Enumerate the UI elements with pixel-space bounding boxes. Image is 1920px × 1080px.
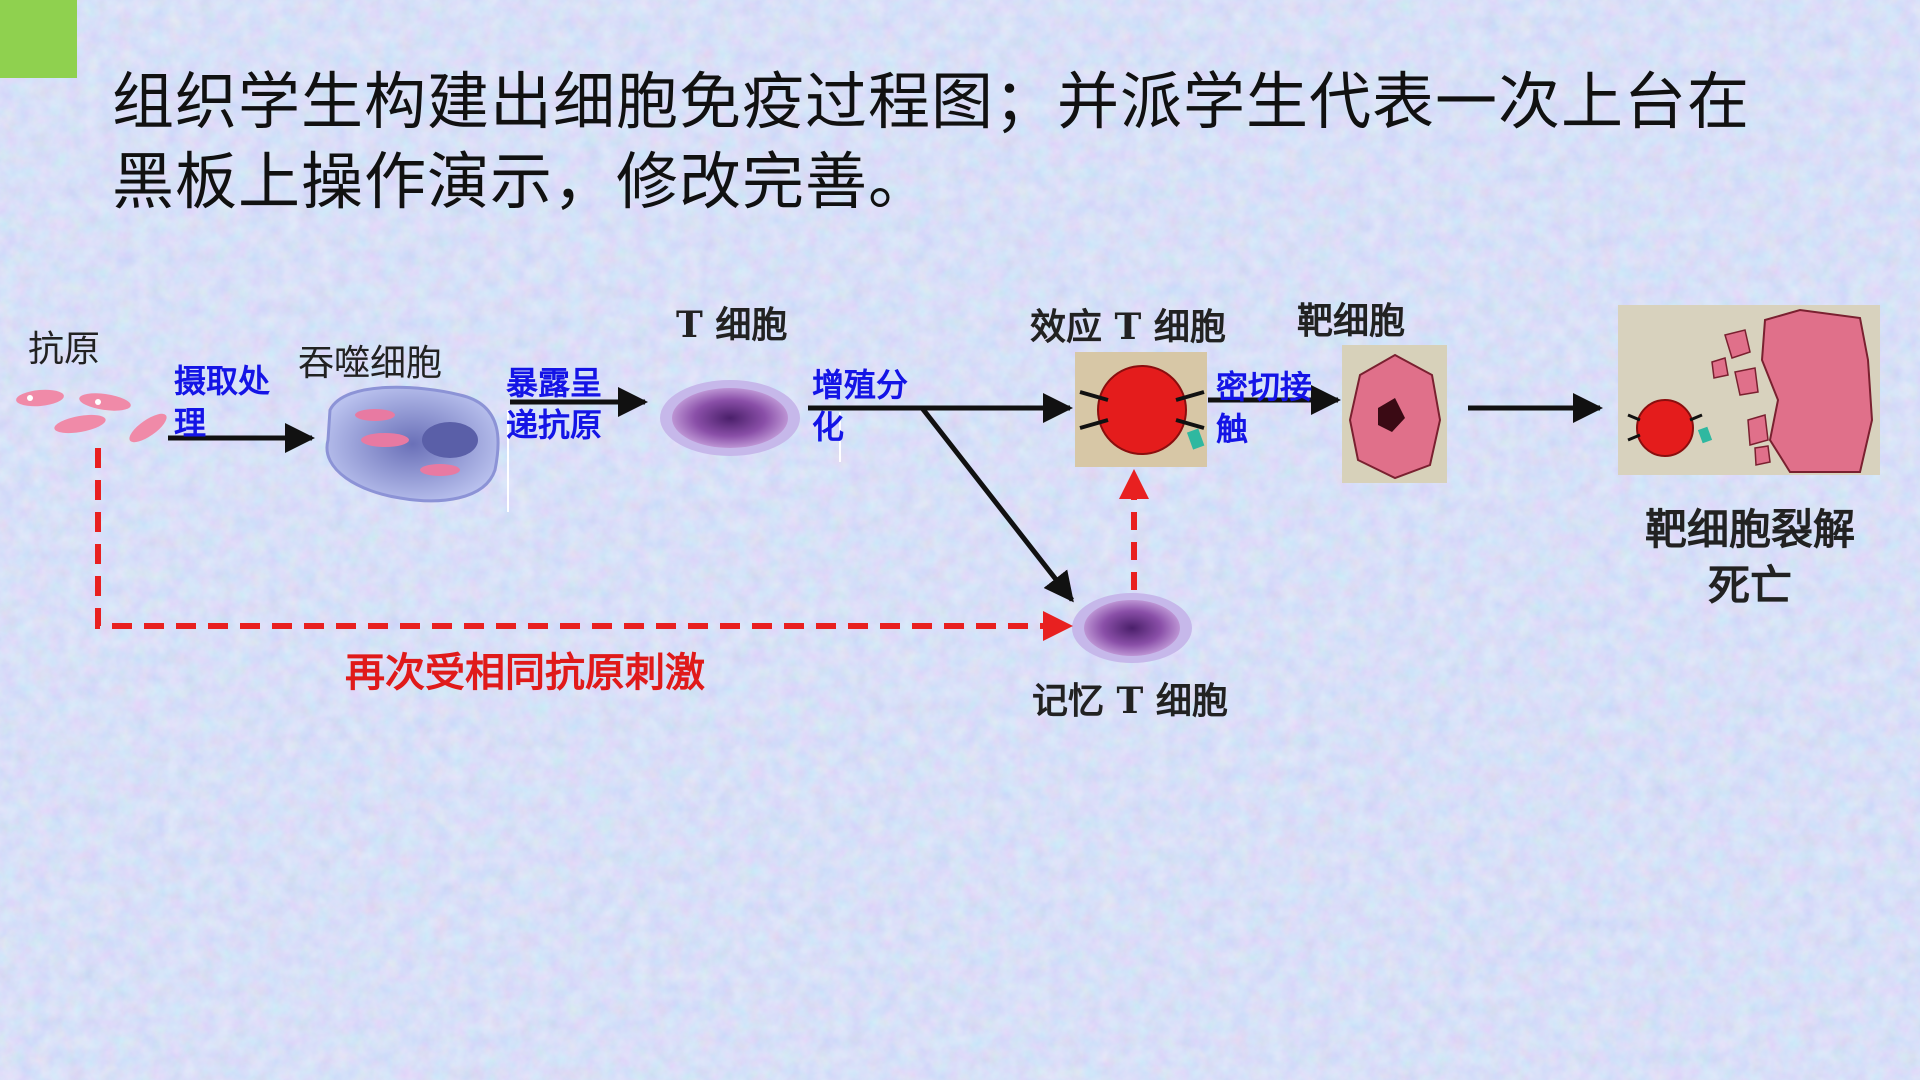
effector-t-cell-icon [1075, 352, 1207, 467]
t-cell-icon [660, 380, 800, 456]
phagocyte-icon [325, 385, 500, 503]
step-close-contact: 密切接 触 [1216, 366, 1312, 450]
step-proliferate: 增殖分 化 [812, 364, 908, 448]
label-antigen: 抗原 [28, 329, 101, 370]
label-target-cell: 靶细胞 [1297, 300, 1406, 342]
reexposure-note: 再次受相同抗原刺激 [345, 649, 705, 696]
result-lysis: 靶细胞裂解 死亡 [1620, 502, 1880, 614]
step-uptake: 摄取处 理 [174, 360, 270, 444]
step-contact-line-2: 触 [1216, 410, 1249, 448]
result-line-1: 靶细胞裂解 [1644, 505, 1855, 554]
antigen-icon [16, 389, 167, 443]
step-proliferate-line-1: 增殖分 [812, 366, 909, 404]
arrow-t-cell-to-memory [920, 406, 1074, 603]
step-present-line-2: 递抗原 [506, 406, 603, 444]
label-effector-t-cell: 效应 T 细胞 [1030, 306, 1226, 348]
dashed-arrow-reexposure [95, 448, 1073, 641]
step-present-line-1: 暴露呈 [506, 364, 603, 402]
result-line-2: 死亡 [1707, 561, 1792, 610]
target-cell-icon [1342, 345, 1447, 483]
step-uptake-line-1: 摄取处 [174, 362, 271, 400]
step-proliferate-line-2: 化 [812, 408, 845, 446]
memory-t-cell-icon [1072, 593, 1192, 663]
title-line-2: 黑板上操作演示，修改完善。 [112, 145, 932, 218]
corner-accent [0, 0, 77, 78]
label-t-cell: T 细胞 [676, 304, 788, 346]
slide-title: 组织学生构建出细胞免疫过程图；并派学生代表一次上台在 黑板上操作演示，修改完善。 [112, 62, 1832, 222]
label-phagocyte: 吞噬细胞 [298, 343, 443, 384]
title-line-1: 组织学生构建出细胞免疫过程图；并派学生代表一次上台在 [112, 65, 1751, 138]
lysed-target-cell-icon [1618, 305, 1880, 475]
step-present-antigen: 暴露呈 递抗原 [506, 362, 602, 446]
step-contact-line-1: 密切接 [1216, 368, 1313, 406]
label-memory-t-cell: 记忆 T 细胞 [1032, 680, 1228, 722]
step-uptake-line-2: 理 [174, 404, 207, 442]
